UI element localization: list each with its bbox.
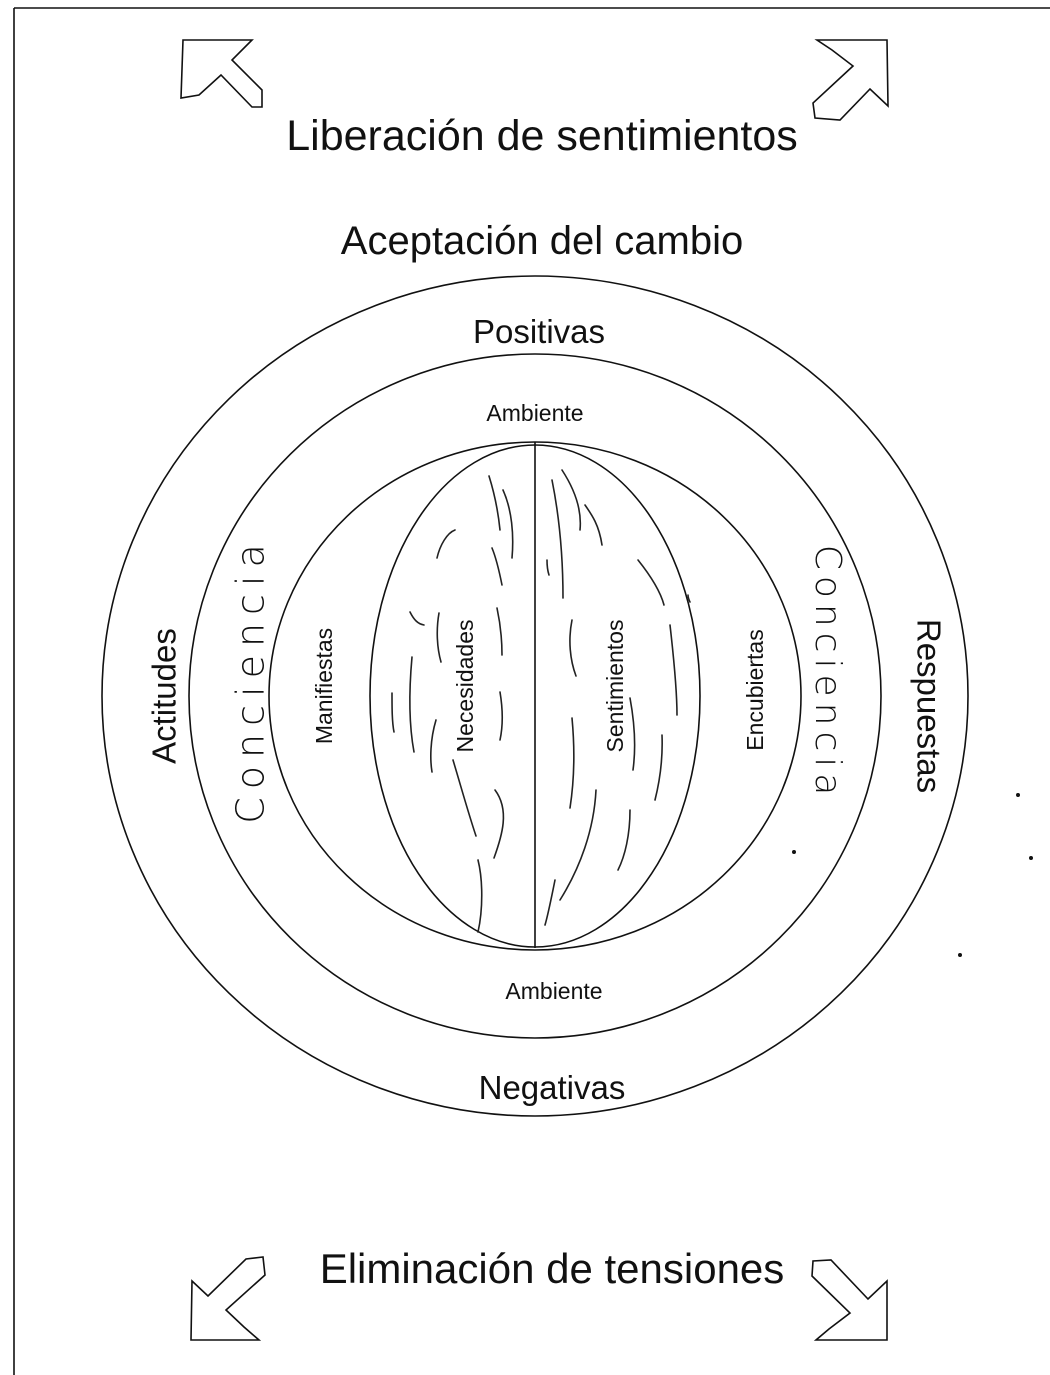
stray-dot [1016, 793, 1020, 797]
bottom-label: Eliminación de tensiones [320, 1245, 785, 1292]
core-left-label: Necesidades [452, 620, 478, 753]
arrow-up-left-icon [180, 39, 263, 108]
arrow-down-left-icon [190, 1256, 266, 1341]
core-right-label: Sentimientos [602, 620, 628, 753]
middle-bottom-label: Ambiente [505, 978, 602, 1004]
stray-dot [1029, 856, 1033, 860]
middle-left-label: Conciencia [229, 536, 273, 824]
stray-dot [792, 850, 796, 854]
stray-dot [958, 953, 962, 957]
middle-top-label: Ambiente [486, 400, 583, 426]
outer-circle [101, 275, 969, 1117]
arrow-down-right-icon [811, 1259, 888, 1341]
outer-top-label: Positivas [473, 313, 605, 350]
top-label: Liberación de sentimientos [286, 112, 798, 160]
core-texture [391, 469, 691, 933]
outer-bottom-label: Negativas [479, 1069, 626, 1106]
second-label: Aceptación del cambio [341, 219, 743, 263]
inner-right-label: Encubiertas [742, 629, 768, 750]
inner-left-label: Manifiestas [311, 628, 337, 744]
middle-circle [188, 353, 882, 1039]
outer-left-label: Actitudes [146, 628, 183, 764]
outer-right-label: Respuestas [910, 619, 947, 793]
arrow-up-right-icon [812, 39, 889, 121]
middle-right-label: Conciencia [807, 545, 848, 802]
